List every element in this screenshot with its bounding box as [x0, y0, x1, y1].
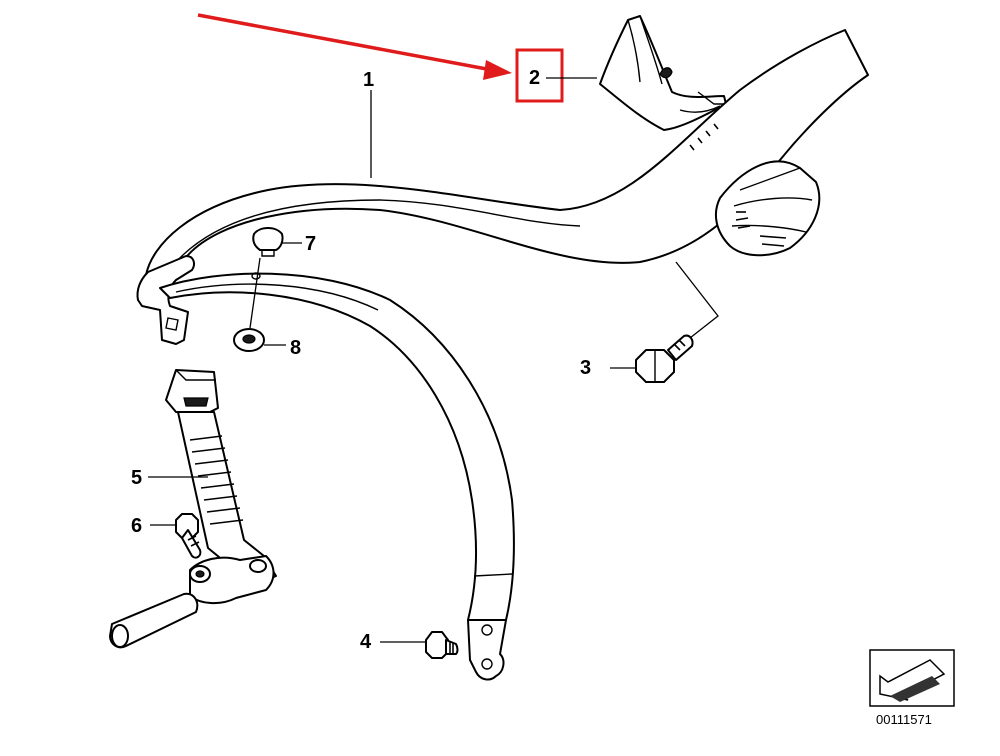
leader-lines: [148, 77, 719, 643]
diagram-code: 00111571: [876, 712, 932, 727]
callout-6: 6: [131, 515, 142, 537]
callout-8: 8: [290, 337, 301, 359]
highlight-box: [515, 48, 564, 103]
callout-2[interactable]: 2: [529, 67, 540, 89]
belt-retractor[interactable]: [714, 160, 821, 257]
part-3-bolt[interactable]: [635, 334, 694, 383]
callout-3: 3: [580, 357, 591, 379]
callouts: 1 2 3 4 5 6 7 8: [131, 67, 591, 653]
callout-5: 5: [131, 467, 142, 489]
part-1-lap-belt[interactable]: [159, 272, 515, 681]
part-7-cap[interactable]: [252, 227, 284, 257]
part-6-bolt[interactable]: [175, 513, 202, 559]
upper-anchor-plate[interactable]: [136, 255, 195, 345]
callout-4: 4: [360, 631, 372, 653]
part-1-upper-belt[interactable]: [145, 29, 869, 293]
part-5-buckle[interactable]: [109, 369, 277, 649]
callout-7: 7: [305, 233, 316, 255]
part-4-bolt[interactable]: [425, 631, 459, 659]
orientation-icon: [869, 649, 955, 707]
callout-1: 1: [363, 69, 374, 91]
part-8-grommet[interactable]: [233, 328, 265, 352]
part-2-trim-cover[interactable]: [599, 15, 727, 131]
highlight-arrow: [197, 13, 512, 80]
